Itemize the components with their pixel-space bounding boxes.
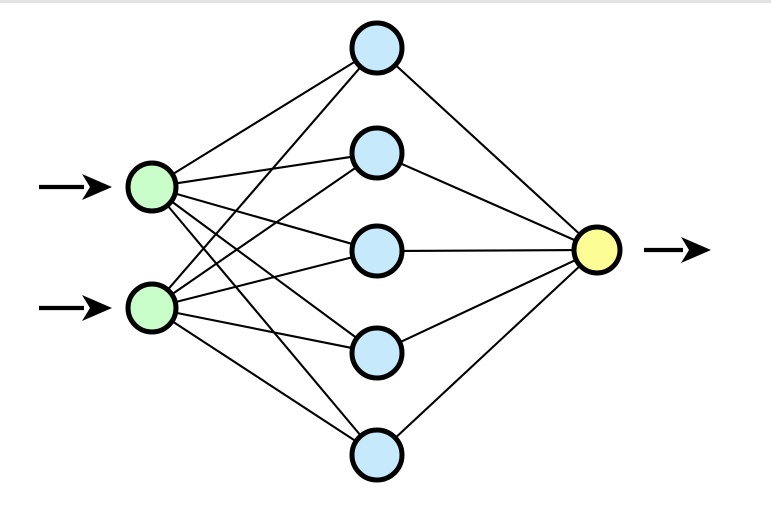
input-node-2[interactable] — [125, 281, 179, 335]
hidden-node-3[interactable] — [349, 223, 405, 279]
hidden-node-1[interactable] — [349, 20, 405, 76]
connection-edge — [169, 165, 359, 297]
connection-edge — [173, 255, 355, 304]
connection-edge — [173, 155, 355, 185]
connection-edge — [393, 263, 582, 440]
connection-edge — [173, 192, 355, 246]
top-border-strip — [0, 0, 771, 3]
arrow-right-icon — [82, 295, 112, 321]
hidden-node-4[interactable] — [349, 325, 405, 381]
connection-edge — [173, 311, 355, 350]
hidden-node-2[interactable] — [349, 125, 405, 181]
connection-edge — [397, 258, 579, 344]
hidden-node-5[interactable] — [349, 427, 405, 483]
connection-edge — [170, 319, 358, 443]
connection-edge — [170, 59, 358, 176]
connection-edge — [165, 203, 363, 438]
arrow-right-icon — [681, 237, 711, 263]
arrow-right-icon — [82, 174, 112, 200]
connection-edge — [393, 63, 582, 237]
network-nodes — [125, 20, 623, 483]
connection-edge — [397, 161, 578, 243]
output-node-1[interactable] — [571, 224, 623, 276]
connection-edge — [169, 199, 359, 340]
edges-hidden-to-output — [393, 63, 582, 440]
connection-edge — [399, 249, 577, 252]
edges-input-to-hidden — [165, 59, 363, 443]
input-node-1[interactable] — [125, 160, 179, 214]
io-arrows — [39, 174, 711, 321]
connection-edge — [166, 65, 363, 292]
